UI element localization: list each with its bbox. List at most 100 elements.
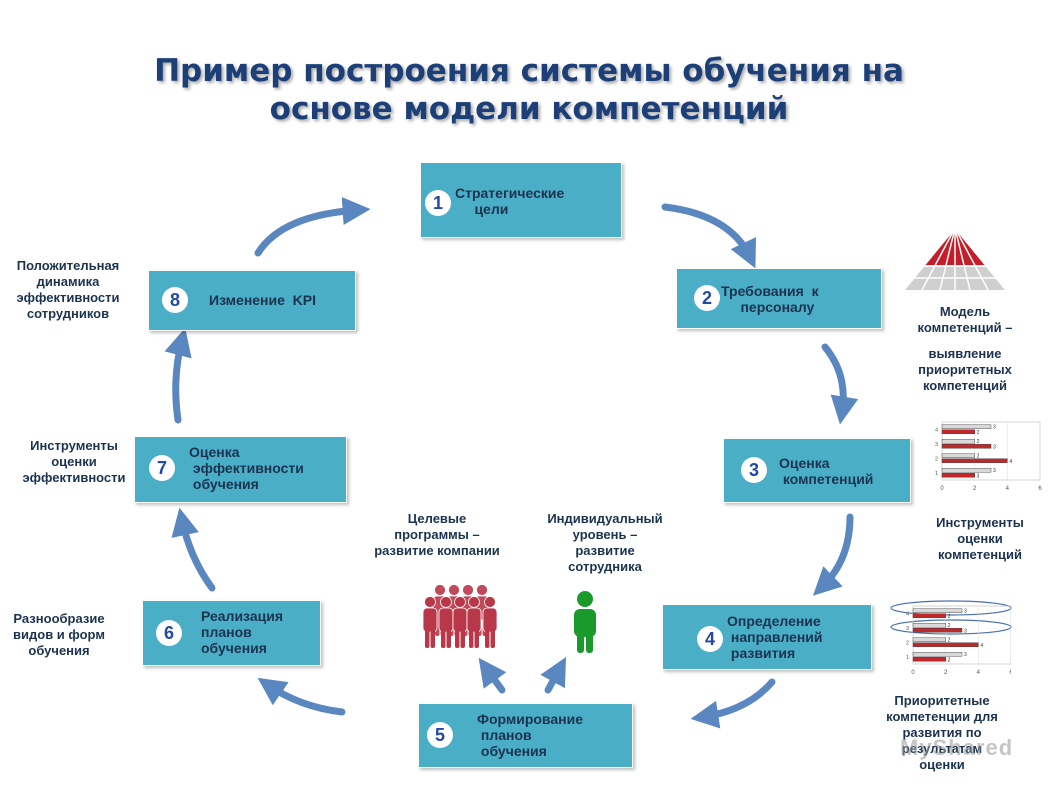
step-4-box: 4 Определение направлений развития (662, 604, 872, 670)
step-6-badge: 6 (156, 620, 182, 646)
top-chart-x-tick: 4 (1006, 486, 1010, 492)
person-leg (455, 628, 460, 648)
arrow-5-to-6 (257, 677, 346, 716)
person-leg (469, 628, 474, 648)
step-2-box: 2 Требования к персоналу (676, 268, 882, 329)
person-body (422, 607, 438, 633)
annotation-training-forms: Разнообразие видов и форм обучения (13, 611, 105, 658)
person-head (434, 584, 446, 596)
bottom-chart-x-tick: 6 (1009, 670, 1011, 676)
arrow-5-to-individual (540, 656, 567, 694)
person-head (484, 596, 496, 608)
person-leg (430, 628, 435, 648)
title-line-1: Пример построения системы обучения на (154, 53, 904, 89)
title-line-2: основе модели компетенций (269, 91, 789, 127)
bottom-chart-bar-label: 2 (948, 614, 951, 620)
top-chart-bar-grey (941, 468, 992, 473)
step-8-box: 8 Изменение KPI (148, 270, 356, 331)
person-body (452, 607, 468, 633)
top-chart-x-tick: 0 (940, 486, 944, 492)
arrow-5-to-target-programs (478, 657, 507, 694)
person-head (468, 596, 480, 608)
step-1-label: Стратегические цели (455, 185, 565, 217)
top-chart-bar-label: 2 (977, 430, 980, 436)
step-4-badge: 4 (697, 626, 723, 652)
person-leg (485, 628, 490, 648)
bottom-chart-bar-red (912, 642, 979, 647)
person-head (476, 584, 488, 596)
person-head (440, 596, 452, 608)
top-chart-bar-label: 3 (993, 424, 996, 430)
bottom-chart-bar-red (912, 657, 946, 662)
watermark: MyShared (900, 735, 1014, 760)
bottom-chart-y-tick: 2 (906, 640, 909, 646)
person-head (448, 584, 460, 596)
top-chart-bar-grey (941, 453, 975, 458)
step-1-box: 1 Стратегические цели (420, 162, 622, 238)
top-chart-y-tick: 1 (935, 471, 938, 477)
bottom-chart-bar-label: 2 (948, 637, 951, 643)
top-chart-y-tick: 2 (935, 456, 938, 462)
step-8-label: Изменение KPI (209, 292, 317, 308)
annotation-target-programs: Целевые программы – развитие компании (374, 511, 500, 558)
priority-mini-chart: 0246432323224132 (906, 605, 1011, 676)
step-8-badge: 8 (162, 287, 188, 313)
arrow-3-to-4 (812, 513, 854, 596)
bottom-chart-bar-label: 3 (964, 652, 967, 658)
person-icon (574, 591, 596, 653)
step-5-box: 5 Формирование планов обучения (418, 703, 633, 768)
bottom-chart-x-tick: 2 (944, 670, 948, 676)
step-7-badge: 7 (149, 455, 175, 481)
bottom-chart-bar-grey (912, 623, 946, 628)
annotation-priority-for-development: Приоритетные компетенции для развития по… (886, 693, 998, 772)
top-chart-bar-label: 3 (977, 473, 980, 479)
bottom-chart-y-tick: 4 (906, 611, 909, 617)
person-head (462, 584, 474, 596)
bottom-chart-bar-label: 3 (964, 628, 967, 634)
bottom-chart-y-tick: 1 (906, 655, 909, 661)
annotation-training-eval-tools: Инструменты оценки эффективности (22, 438, 126, 485)
person-head (424, 596, 436, 608)
bottom-chart-bar-red (912, 628, 963, 633)
top-chart-bar-red (941, 458, 1008, 463)
person-leg (441, 628, 446, 648)
arrow-2-to-3 (821, 343, 859, 425)
annotation-competency-eval-tools: Инструменты оценки компетенций (936, 515, 1024, 562)
person-leg (460, 628, 465, 648)
people-group-icon (422, 584, 498, 648)
annotation-kpi-dynamics: Положительная динамика эффективности сот… (16, 258, 120, 321)
person-body (438, 607, 454, 633)
top-chart-bar-grey (941, 439, 975, 444)
arrow-4-to-5 (690, 678, 776, 729)
person-head (454, 596, 466, 608)
step-5-badge: 5 (427, 722, 453, 748)
arrow-7-to-8 (164, 327, 192, 424)
step-3-box: 3 Оценка компетенций (723, 438, 911, 503)
priority-chart-container: 0246432323224132 (885, 598, 1013, 684)
step-6-label: Реализация планов обучения (201, 608, 284, 656)
person-leg (446, 628, 451, 648)
bottom-chart-bar-label: 2 (948, 623, 951, 629)
step-2-badge: 2 (694, 285, 720, 311)
top-chart-bar-label: 4 (1009, 459, 1012, 465)
step-3-badge: 3 (741, 457, 767, 483)
top-chart-y-tick: 4 (935, 427, 938, 433)
person-body (482, 607, 498, 633)
page-title: Пример построения системы обучения на ос… (0, 52, 1058, 128)
step-7-label: Оценка эффективности обучения (189, 444, 304, 492)
person-leg (425, 628, 430, 648)
top-chart-bar-red (941, 473, 975, 478)
pyramid-icon (903, 226, 1007, 291)
top-chart-bar-grey (941, 424, 992, 429)
step-7-box: 7 Оценка эффективности обучения (134, 436, 347, 503)
bottom-chart-bar-red (912, 613, 946, 618)
person-leg (474, 628, 479, 648)
step-3-label: Оценка компетенций (779, 455, 874, 487)
arrow-6-to-7 (171, 507, 216, 592)
step-6-box: 6 Реализация планов обучения (142, 600, 321, 666)
bottom-chart-x-tick: 4 (977, 670, 981, 676)
bottom-chart-bar-grey (912, 637, 946, 642)
step-1-badge: 1 (425, 190, 451, 216)
top-chart-x-tick: 2 (973, 486, 977, 492)
